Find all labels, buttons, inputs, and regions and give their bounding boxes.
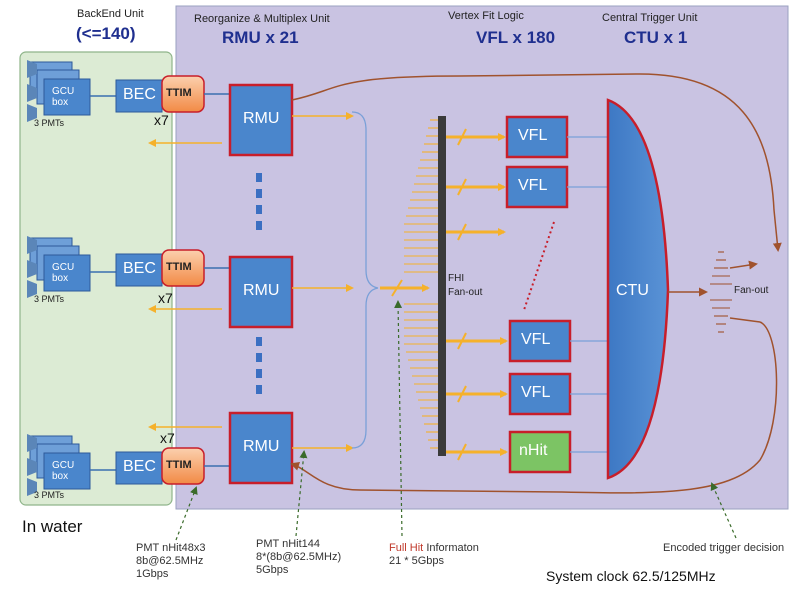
pmt-nhit48-note: PMT nHit48x3 8b@62.5MHz 1Gbps [136, 542, 206, 580]
fhi-hatch [404, 119, 438, 449]
bec-block-bottom [115, 451, 163, 485]
vfl-unit-title: Vertex Fit Logic [448, 10, 524, 22]
nhit-label: nHit [519, 442, 548, 459]
ttim-label-bottom: TTIM [166, 459, 192, 471]
full-hit-note: Full Hit Informaton 21 * 5Gbps [389, 542, 479, 567]
bec-label-mid: BEC [123, 260, 156, 277]
vfl-label-2: VFL [518, 177, 548, 194]
in-water-label: In water [22, 517, 83, 536]
vfl-label-4: VFL [521, 384, 551, 401]
ctu-block [606, 98, 670, 480]
ttim-label-mid: TTIM [166, 261, 192, 273]
rmu-block-bottom [228, 411, 294, 485]
vfl-block-3 [508, 319, 572, 363]
vfl-block-4 [508, 372, 572, 416]
pmt-nhit144-note: PMT nHit144 8*(8b@62.5MHz) 5Gbps [256, 538, 342, 576]
ttim-label-top: TTIM [166, 87, 192, 99]
bec-block-mid [115, 253, 163, 287]
backend-unit-count: (<=140) [76, 24, 136, 43]
ctu-unit-title: Central Trigger Unit [602, 12, 698, 24]
fhi-bar [438, 116, 446, 456]
x7-label-mid: x7 [158, 290, 173, 306]
bec-label-top: BEC [123, 86, 156, 103]
pmts-label-mid: 3 PMTs [34, 294, 65, 304]
gcu-stack-mid [27, 236, 91, 298]
rmu-ellipsis [256, 173, 262, 394]
rmu-block-top [228, 83, 294, 157]
ctu-unit-count: CTU x 1 [624, 28, 688, 47]
vfl-unit-count: VFL x 180 [476, 28, 556, 47]
vfl-label-1: VFL [518, 127, 548, 144]
trigger-loop-bottom [290, 321, 778, 494]
x7-label-top: x7 [154, 112, 169, 128]
rmu-unit-title: Reorganize & Multiplex Unit [194, 13, 330, 25]
encoded-trigger-note: Encoded trigger decision [663, 542, 785, 554]
backend-unit-title: BackEnd Unit [77, 8, 144, 20]
bec-block-top [115, 79, 163, 113]
vfl-ellipsis [523, 221, 555, 311]
rmu-label-mid: RMU [243, 282, 280, 299]
ctu-fanout-hatch [710, 251, 732, 333]
gcu-stack-top [27, 60, 91, 122]
ctu-fanout-label: Fan-out [734, 285, 769, 296]
rmu-unit-count: RMU x 21 [222, 28, 299, 47]
rmu-block-mid [228, 255, 294, 329]
ctu-label: CTU [616, 282, 649, 299]
pmts-label-bottom: 3 PMTs [34, 490, 65, 500]
rmu-label-top: RMU [243, 110, 280, 127]
x7-label-bottom: x7 [160, 430, 175, 446]
trigger-loop-top [291, 73, 782, 252]
pmts-label-top: 3 PMTs [34, 118, 65, 128]
system-clock-note: System clock 62.5/125MHz [546, 568, 716, 584]
gcu-stack-bottom [27, 434, 91, 496]
rmu-collect-brace [351, 111, 379, 449]
bec-label-bottom: BEC [123, 458, 156, 475]
rmu-label-bottom: RMU [243, 438, 280, 455]
vfl-label-3: VFL [521, 331, 551, 348]
